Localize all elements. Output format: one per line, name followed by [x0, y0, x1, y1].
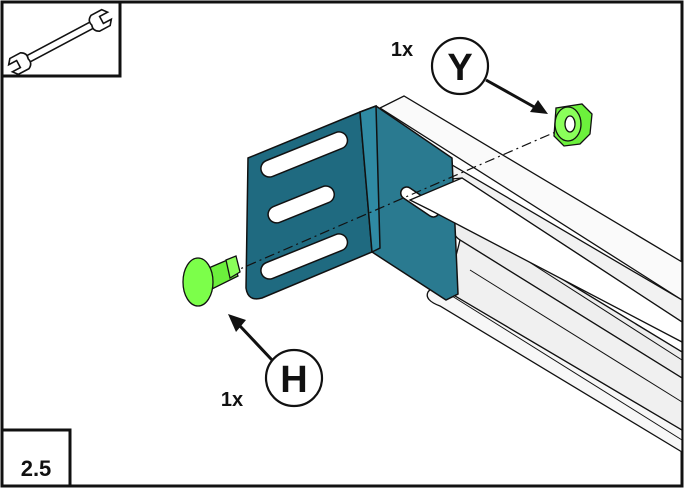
callout-Y-arrowhead [530, 100, 548, 114]
callout-Y-letter: Y [447, 47, 472, 89]
callout-H-arrow [238, 324, 274, 362]
tool-box [0, 0, 122, 78]
axis-line [209, 129, 561, 283]
callout-H-arrowhead [228, 314, 246, 332]
step-number: 2.5 [21, 456, 52, 481]
part-Y-nut [553, 103, 593, 147]
rail-insert [408, 177, 683, 344]
step-box: 2.5 [0, 428, 72, 488]
callout-Y-circle [430, 36, 490, 96]
callout-H-circle [264, 348, 324, 408]
angle-bracket [245, 104, 459, 301]
callout-H-quantity: 1x [221, 389, 243, 411]
callout-Y: Y 1x [391, 36, 548, 114]
callout-Y-arrow [485, 78, 537, 110]
callout-Y-quantity: 1x [391, 39, 413, 61]
part-H-bolt [182, 255, 241, 307]
callout-H: H 1x [221, 314, 324, 411]
wrench-icon [7, 8, 113, 76]
callout-H-letter: H [280, 359, 307, 401]
